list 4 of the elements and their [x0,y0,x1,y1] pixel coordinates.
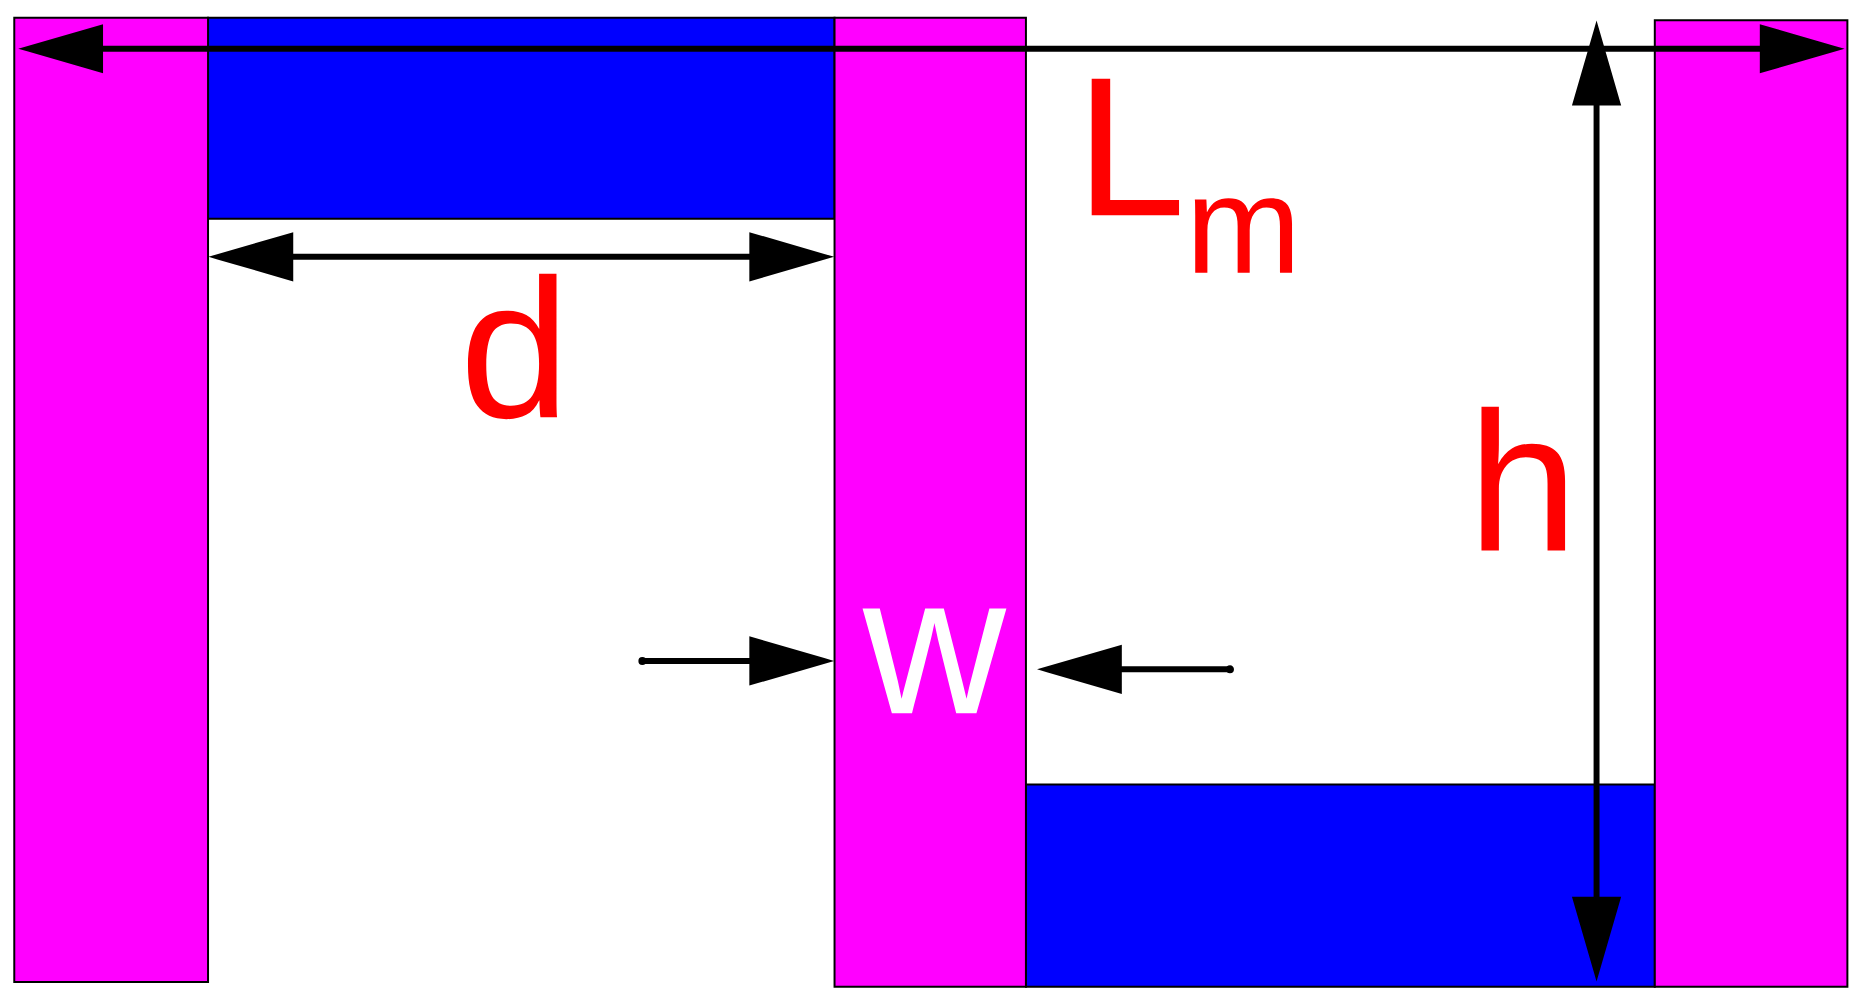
dimension-label: h [1481,406,1566,551]
dimension-label: L$_{m}$ [1091,78,1292,273]
dimension-label: d [468,273,558,420]
dimension-label: w [862,608,1007,714]
